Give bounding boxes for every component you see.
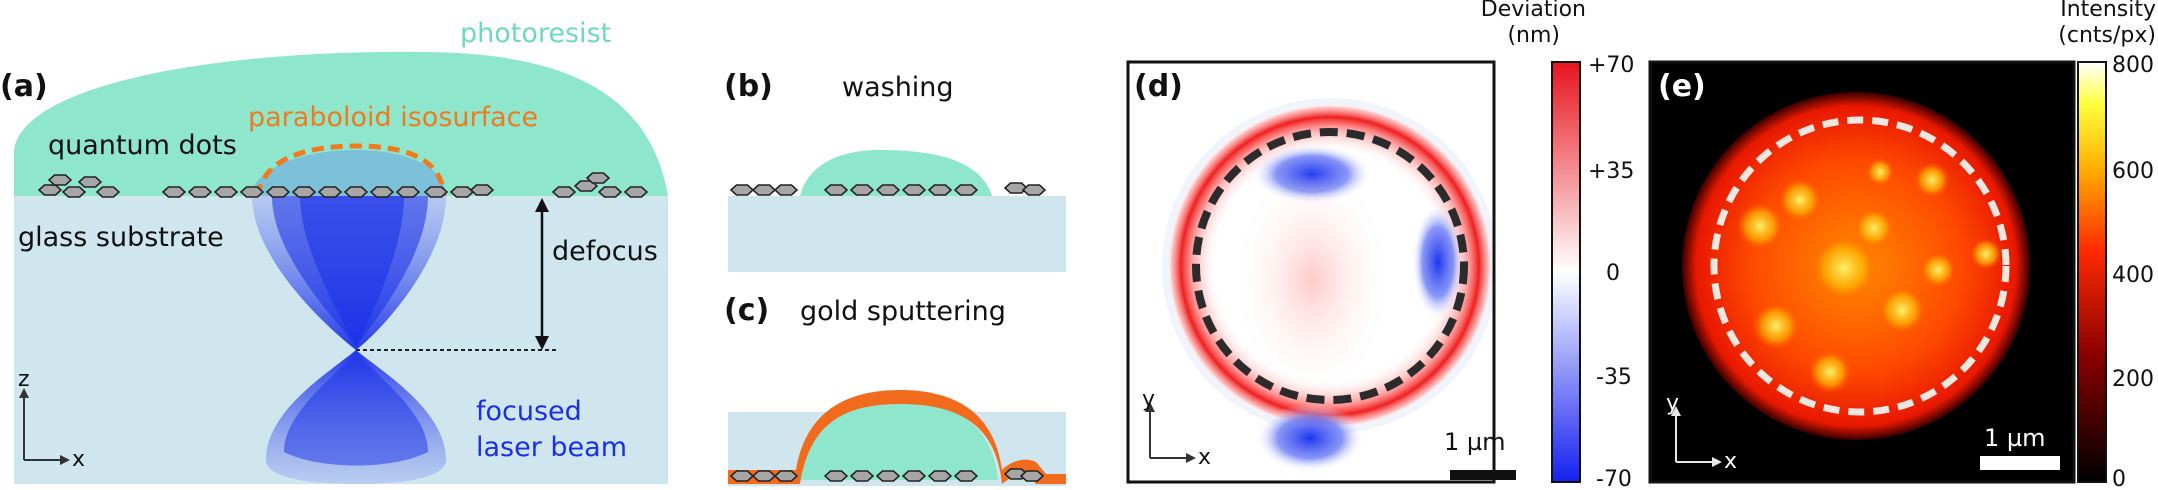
defocus-label: defocus [552,236,658,267]
colorbar-title-d-2: (nm) [1507,23,1560,48]
washing-label: washing [842,72,954,103]
label-d: (d) [1134,69,1183,104]
cb-tick-d-4: -70 [1596,467,1632,490]
glass-substrate-b [728,196,1066,272]
gold-sputtering-label: gold sputtering [800,296,1006,327]
deviation-colorbar [1551,61,1581,483]
cb-tick-e-0: 800 [2112,53,2154,78]
cb-tick-d-1: +35 [1588,159,1634,184]
intensity-map [1682,92,2030,440]
cb-tick-e-2: 400 [2112,263,2154,288]
laser-beam [252,150,446,484]
cb-tick-e-1: 600 [2112,159,2154,184]
cb-tick-d-3: -35 [1596,365,1632,390]
axes-d [1145,402,1196,463]
colorbar-title-e-2: (cnts/px) [2058,23,2156,48]
panel-c: (c) gold sputtering [724,293,1066,486]
quantum-dots-label: quantum dots [48,130,237,161]
axes-a [19,388,70,465]
label-b: (b) [724,69,773,104]
photoresist-label: photoresist [460,18,611,49]
cb-tick-e-3: 200 [2112,367,2154,392]
colorbar-title-d-1: Deviation [1481,0,1586,22]
photoresist-layer [14,51,668,196]
laser-beam-label: laser beam [476,432,627,463]
deviation-map [1162,98,1492,472]
label-e: (e) [1658,69,1706,104]
panel-a: (a) photoresist paraboloid isosurface qu… [0,18,668,484]
label-c: (c) [724,293,769,328]
axis-y-label-d: y [1142,387,1155,412]
scalebar-e [1980,456,2060,470]
axis-x-label-e: x [1724,449,1737,474]
cb-tick-e-4: 0 [2112,467,2126,490]
panel-d: (d) 1 µm y x Deviation (nm) +70 +35 0 -3… [1126,0,1634,490]
glass-substrate-label: glass substrate [18,222,224,253]
paraboloid-label: paraboloid isosurface [248,102,538,133]
intensity-colorbar [2077,61,2107,483]
paraboloid-isosurface [255,143,447,197]
scalebar-label-e: 1 µm [1984,424,2046,452]
scalebar-d [1450,470,1516,480]
axis-x-label-d: x [1198,445,1211,470]
axes-e [1671,406,1722,467]
fit-circle-e [1710,116,2010,416]
quantum-dots-b [730,182,1046,196]
axis-x-label-a: x [72,447,85,472]
label-a: (a) [0,69,48,104]
cb-tick-d-0: +70 [1588,53,1634,78]
photoresist-dome-c [796,402,998,480]
scalebar-label-d: 1 µm [1444,428,1506,456]
axis-y-label-e: y [1666,391,1679,416]
focused-label: focused [476,396,582,427]
fit-circle-d [1192,128,1468,404]
axis-z-label-a: z [18,367,30,392]
panel-b: (b) washing [724,69,1066,272]
panel-e: (e) 1 µm y x Intensity (cnts/px) 800 600… [1648,0,2156,490]
cb-tick-d-2: 0 [1606,261,1620,286]
colorbar-title-e-1: Intensity [2060,0,2156,22]
